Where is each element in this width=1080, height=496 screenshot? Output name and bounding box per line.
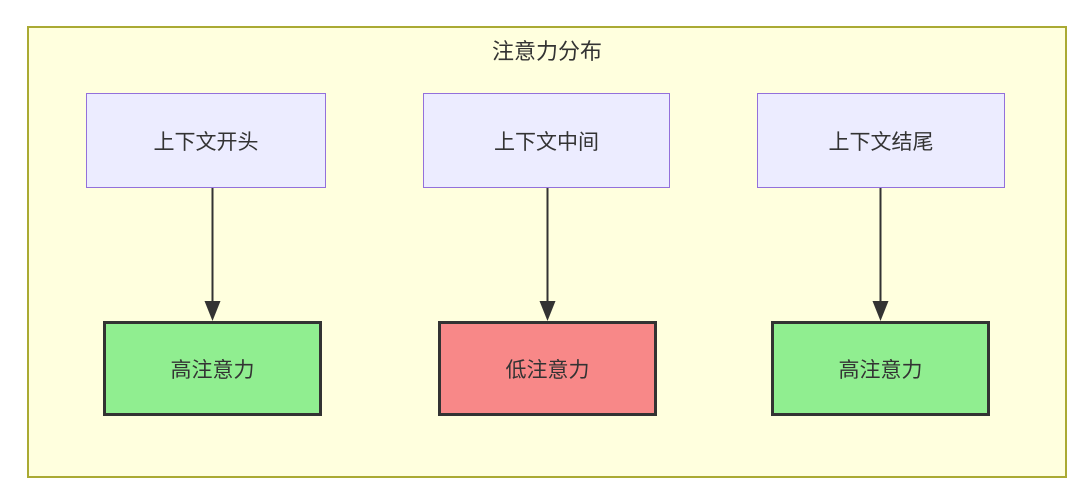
node-context-end: 上下文结尾: [757, 93, 1005, 188]
node-low-attention-middle-label: 低注意力: [505, 358, 590, 382]
node-high-attention-right-label: 高注意力: [838, 358, 923, 382]
node-context-middle: 上下文中间: [423, 93, 670, 188]
node-context-middle-label: 上下文中间: [494, 130, 599, 154]
diagram-title: 注意力分布: [491, 39, 602, 64]
subgraph-frame: 注意力分布 上下文开头 上下文中间 上下文结尾 高注意力 低注意力: [27, 26, 1067, 478]
node-context-end-label: 上下文结尾: [828, 130, 934, 154]
node-low-attention-middle: 低注意力: [438, 321, 657, 416]
node-high-attention-left-label: 高注意力: [170, 358, 255, 382]
node-context-start: 上下文开头: [86, 93, 326, 188]
node-high-attention-left: 高注意力: [103, 321, 322, 416]
node-context-start-label: 上下文开头: [153, 130, 259, 154]
node-high-attention-right: 高注意力: [771, 321, 990, 416]
